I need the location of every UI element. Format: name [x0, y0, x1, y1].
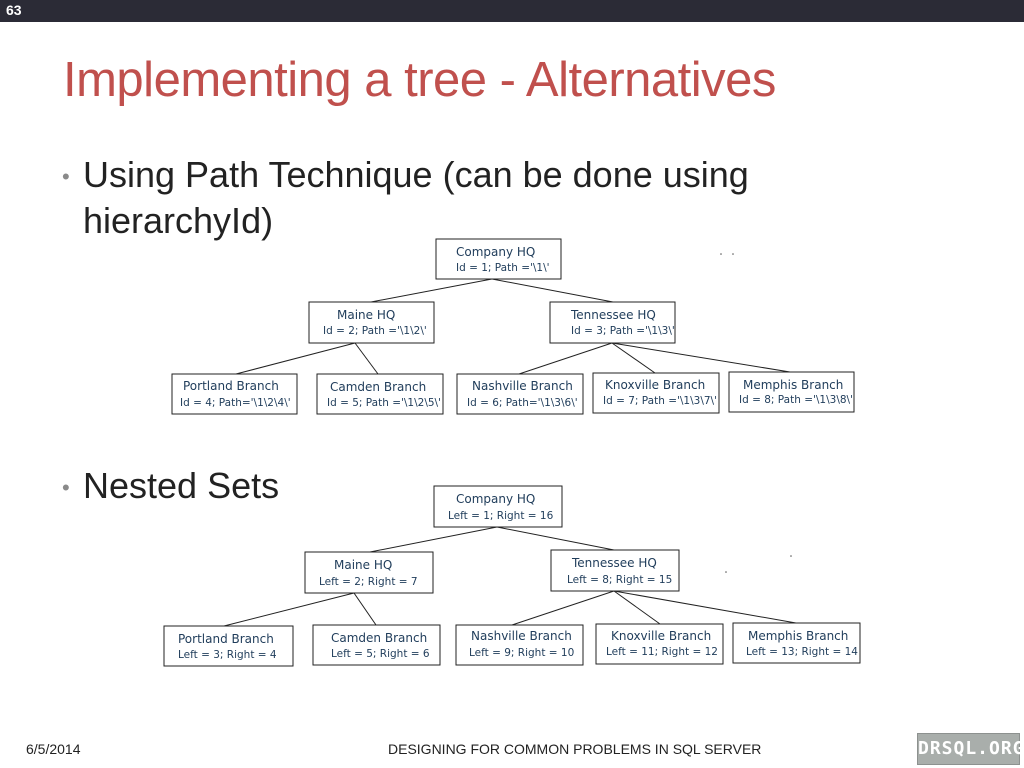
bullet-path-technique-line2: hierarchyId) — [83, 200, 274, 241]
node-name: Tennessee HQ — [570, 308, 656, 322]
tree-node-nashville-branch: Nashville Branch Left = 9; Right = 10 — [455, 624, 584, 666]
edge — [369, 526, 498, 553]
edge — [611, 342, 656, 374]
node-detail: Id = 8; Path ='\1\3\8\' — [739, 394, 853, 406]
edge — [491, 278, 614, 303]
bullet-marker: • — [62, 475, 70, 500]
node-name: Maine HQ — [334, 558, 392, 572]
node-detail: Left = 2; Right = 7 — [319, 576, 418, 588]
node-name: Camden Branch — [331, 631, 427, 645]
node-detail: Left = 5; Right = 6 — [331, 648, 430, 660]
tree-node-camden-branch: Camden Branch Left = 5; Right = 6 — [312, 624, 441, 666]
node-name: Memphis Branch — [748, 629, 848, 643]
decorative-specks — [720, 253, 792, 573]
nested-tree-nodes: Company HQ Left = 1; Right = 16 Maine HQ… — [163, 485, 861, 667]
node-name: Company HQ — [456, 245, 535, 259]
node-detail: Id = 2; Path ='\1\2\' — [323, 325, 427, 337]
edge — [613, 590, 661, 625]
node-detail: Left = 9; Right = 10 — [469, 647, 574, 659]
tree-node-tennessee-hq: Tennessee HQ Id = 3; Path ='\1\3\' — [549, 301, 676, 344]
edge — [611, 342, 791, 373]
tree-node-maine-hq: Maine HQ Left = 2; Right = 7 — [304, 551, 434, 594]
node-detail: Left = 11; Right = 12 — [606, 646, 718, 658]
node-name: Nashville Branch — [471, 629, 572, 643]
bullet-path-technique-line1: Using Path Technique (can be done using — [83, 154, 749, 195]
edge — [354, 342, 379, 375]
tree-node-tennessee-hq: Tennessee HQ Left = 8; Right = 15 — [550, 549, 680, 592]
node-detail: Left = 1; Right = 16 — [448, 510, 554, 522]
node-detail: Id = 7; Path ='\1\3\7\' — [603, 395, 717, 407]
tree-node-company-hq: Company HQ Left = 1; Right = 16 — [433, 485, 563, 528]
edge — [235, 342, 356, 375]
node-detail: Id = 1; Path ='\1\' — [456, 262, 550, 274]
node-name: Knoxville Branch — [611, 629, 711, 643]
edge — [223, 592, 355, 627]
node-name: Camden Branch — [330, 380, 426, 394]
path-tree-edges — [235, 278, 791, 375]
node-name: Portland Branch — [183, 379, 279, 393]
slide-number: 63 — [6, 2, 22, 18]
nested-tree-edges — [223, 526, 797, 627]
tree-node-portland-branch: Portland Branch Left = 3; Right = 4 — [163, 625, 294, 667]
node-detail: Id = 6; Path='\1\3\6\' — [467, 397, 578, 409]
tree-node-portland-branch: Portland Branch Id = 4; Path='\1\2\4\' — [171, 373, 298, 415]
bullet-nested-sets: Nested Sets — [83, 465, 280, 506]
bullet-marker: • — [62, 164, 70, 189]
node-name: Memphis Branch — [743, 378, 843, 392]
tree-node-camden-branch: Camden Branch Id = 5; Path ='\1\2\5\' — [316, 373, 444, 415]
tree-node-memphis-branch: Memphis Branch Left = 13; Right = 14 — [732, 622, 861, 664]
node-detail: Left = 3; Right = 4 — [178, 649, 277, 661]
edge — [353, 592, 377, 626]
tree-node-knoxville-branch: Knoxville Branch Id = 7; Path ='\1\3\7\' — [592, 372, 720, 414]
node-name: Maine HQ — [337, 308, 395, 322]
node-name: Company HQ — [456, 492, 535, 506]
node-detail: Id = 5; Path ='\1\2\5\' — [327, 397, 441, 409]
tree-node-nashville-branch: Nashville Branch Id = 6; Path='\1\3\6\' — [456, 373, 584, 415]
edge — [518, 342, 613, 375]
node-detail: Left = 13; Right = 14 — [746, 646, 858, 658]
node-name: Nashville Branch — [472, 379, 573, 393]
footer-title: DESIGNING FOR COMMON PROBLEMS IN SQL SER… — [388, 741, 762, 757]
node-name: Portland Branch — [178, 632, 274, 646]
node-name: Tennessee HQ — [571, 556, 657, 570]
edge — [370, 278, 493, 303]
tree-node-company-hq: Company HQ Id = 1; Path ='\1\' — [435, 238, 562, 280]
tree-node-knoxville-branch: Knoxville Branch Left = 11; Right = 12 — [595, 623, 724, 665]
tree-node-maine-hq: Maine HQ Id = 2; Path ='\1\2\' — [308, 301, 435, 344]
node-detail: Id = 3; Path ='\1\3\' — [571, 325, 675, 337]
node-detail: Id = 4; Path='\1\2\4\' — [180, 397, 291, 409]
edge — [613, 590, 797, 624]
path-tree-nodes: Company HQ Id = 1; Path ='\1\' Maine HQ … — [171, 238, 855, 415]
edge — [496, 526, 615, 551]
slide-title: Implementing a tree - Alternatives — [63, 53, 776, 107]
top-bar: 63 — [0, 0, 1024, 22]
node-detail: Left = 8; Right = 15 — [567, 574, 672, 586]
footer-date: 6/5/2014 — [26, 741, 81, 757]
tree-node-memphis-branch: Memphis Branch Id = 8; Path ='\1\3\8\' — [728, 371, 855, 413]
edge — [511, 590, 615, 626]
drsql-logo: DRSQL.ORG — [917, 733, 1024, 765]
node-name: Knoxville Branch — [605, 378, 705, 392]
